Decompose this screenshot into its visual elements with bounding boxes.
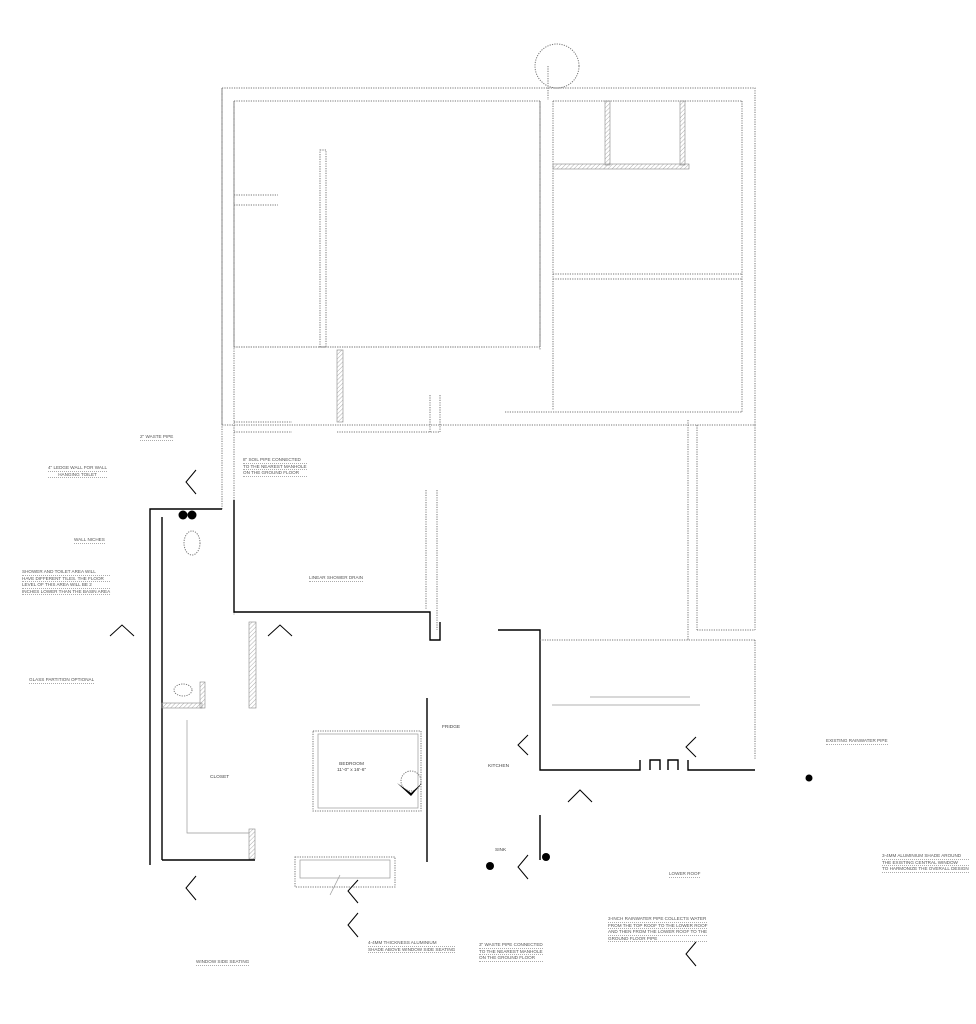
rainwater-pipe-3in-note: 3-INCH RAINWATER PIPE COLLECTS WATER FRO… [608, 916, 708, 943]
waste-pipe-3in-note: 3" WASTE PIPE CONNECTED TO THE NEAREST M… [479, 942, 543, 962]
fridge-label: FRIDGE [442, 725, 461, 730]
note-line: TO THE NEAREST MANHOLE [243, 463, 307, 471]
new-walls [149, 500, 756, 865]
note-line: 3" WASTE PIPE CONNECTED [479, 942, 543, 949]
soil-pipe-note: 8" SOIL PIPE CONNECTED TO THE NEAREST MA… [243, 457, 307, 477]
glass-partition-note: GLASS PARTITION OPTIONAL [29, 677, 95, 684]
existing-upper-floor [221, 43, 756, 640]
note-line: AND THEN FROM THE LOWER ROOF TO THE [608, 929, 708, 936]
central-window-shade-note: 3-4MM ALUMINIUM SHADE AROUND THE EXISTIN… [882, 853, 969, 873]
ledge-wall-note: 4" LEDGE WALL FOR WALL HANGING TOILET [48, 465, 108, 479]
note-line: FROM THE TOP ROOF TO THE LOWER ROOF [608, 922, 708, 930]
note-line: TO THE NEAREST MANHOLE [479, 948, 543, 956]
note-line: 3-INCH RAINWATER PIPE COLLECTS WATER [608, 916, 708, 923]
lower-roof-note: LOWER ROOF [669, 871, 701, 878]
aluminium-shade-window-note: 4-4MM THICKNESS ALUMINIUM SHADE ABOVE WI… [368, 940, 456, 954]
section-markers [109, 469, 697, 967]
pipe-markers [178, 510, 813, 870]
note-line: ON THE GROUND FLOOR [479, 955, 543, 962]
waste-pipe-2in-note: 2" WASTE PIPE [140, 434, 174, 441]
note-line: WINDOW SIDE SEATING [196, 959, 250, 966]
note-line: TO HARMONIZE THE OVERALL DESIGN [882, 866, 969, 873]
note-line: 3-4MM ALUMINIUM SHADE AROUND [882, 853, 969, 860]
existing-rainwater-note: EXISTING RAINWATER PIPE [826, 738, 888, 745]
bedroom-label: BEDROOM 11'-0" x 16'-6" [337, 762, 366, 774]
shower-toilet-note: SHOWER AND TOILET AREA WILL HAVE DIFFERE… [22, 569, 111, 596]
note-line: ON THE GROUND FLOOR [243, 470, 307, 477]
note-line: 4" LEDGE WALL FOR WALL [48, 465, 108, 472]
note-line: HANGING TOILET [48, 472, 108, 479]
room-size: 11'-0" x 16'-6" [337, 768, 367, 773]
note-line: GROUND FLOOR PIPE [608, 936, 708, 943]
note-line: EXISTING RAINWATER PIPE [826, 738, 888, 745]
note-line: 2" WASTE PIPE [140, 434, 174, 441]
room-name: BEDROOM [339, 762, 364, 767]
note-line: LEVEL OF THIS AREA WILL BE 2 [22, 582, 111, 589]
wall-niches-note: WALL NICHES [74, 537, 105, 544]
note-line: LINEAR SHOWER DRAIN [309, 575, 364, 582]
linear-drain-note: LINEAR SHOWER DRAIN [309, 575, 364, 582]
note-line: HAVE DIFFERENT TILES. THE FLOOR [22, 576, 111, 583]
bedroom-furniture [173, 530, 422, 896]
window-seating-note: WINDOW SIDE SEATING [196, 959, 250, 966]
note-line: WALL NICHES [74, 537, 105, 544]
note-line: 8" SOIL PIPE CONNECTED [243, 457, 307, 464]
note-line: INCHES LOWER THAN THE BASIN AREA [22, 588, 111, 596]
note-line: SHADE ABOVE WINDOW SIDE SEATING [368, 946, 456, 954]
closet-label: CLOSET [210, 775, 230, 780]
sink-label: SINK [495, 848, 507, 853]
note-line: LOWER ROOF [669, 871, 701, 878]
note-line: GLASS PARTITION OPTIONAL [29, 677, 95, 684]
kitchen-label: KITCHEN [488, 764, 510, 769]
note-line: 4-4MM THICKNESS ALUMINIUM [368, 940, 456, 947]
note-line: SHOWER AND TOILET AREA WILL [22, 569, 111, 576]
note-line: THE EXISTING CENTRAL WINDOW [882, 860, 969, 867]
